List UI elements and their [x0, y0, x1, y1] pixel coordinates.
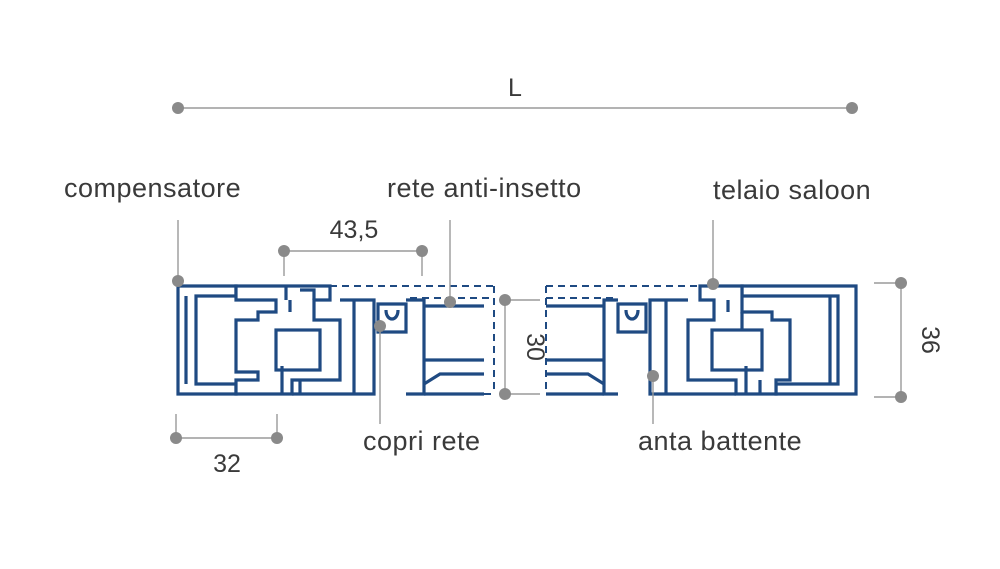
callout-copri-rete: copri rete — [363, 320, 481, 456]
dimension-L-label: L — [508, 74, 522, 102]
label-anta-battente: anta battente — [638, 426, 802, 456]
right-profile — [545, 284, 858, 396]
dimension-32: 32 — [170, 414, 283, 478]
callout-rete: rete anti-insetto — [387, 173, 582, 308]
label-copri-rete: copri rete — [363, 426, 481, 456]
callout-anta: anta battente — [638, 370, 802, 456]
frame-body — [234, 284, 342, 396]
label-compensatore: compensatore — [64, 173, 241, 203]
dimension-36: 36 — [874, 277, 944, 403]
dimension-43-5: 43,5 — [278, 216, 428, 276]
dimension-30-label: 30 — [521, 333, 549, 361]
callout-compensatore: compensatore — [64, 173, 241, 287]
dimension-43-5-label: 43,5 — [330, 216, 379, 244]
callout-telaio: telaio saloon — [707, 175, 871, 290]
label-telaio-saloon: telaio saloon — [713, 175, 871, 205]
dimension-30: 30 — [499, 294, 549, 400]
sash-body — [686, 284, 792, 396]
dimension-32-label: 32 — [213, 450, 241, 478]
label-rete-anti-insetto: rete anti-insetto — [387, 173, 582, 203]
dimension-L: L — [172, 74, 858, 114]
dimension-36-label: 36 — [916, 326, 944, 354]
